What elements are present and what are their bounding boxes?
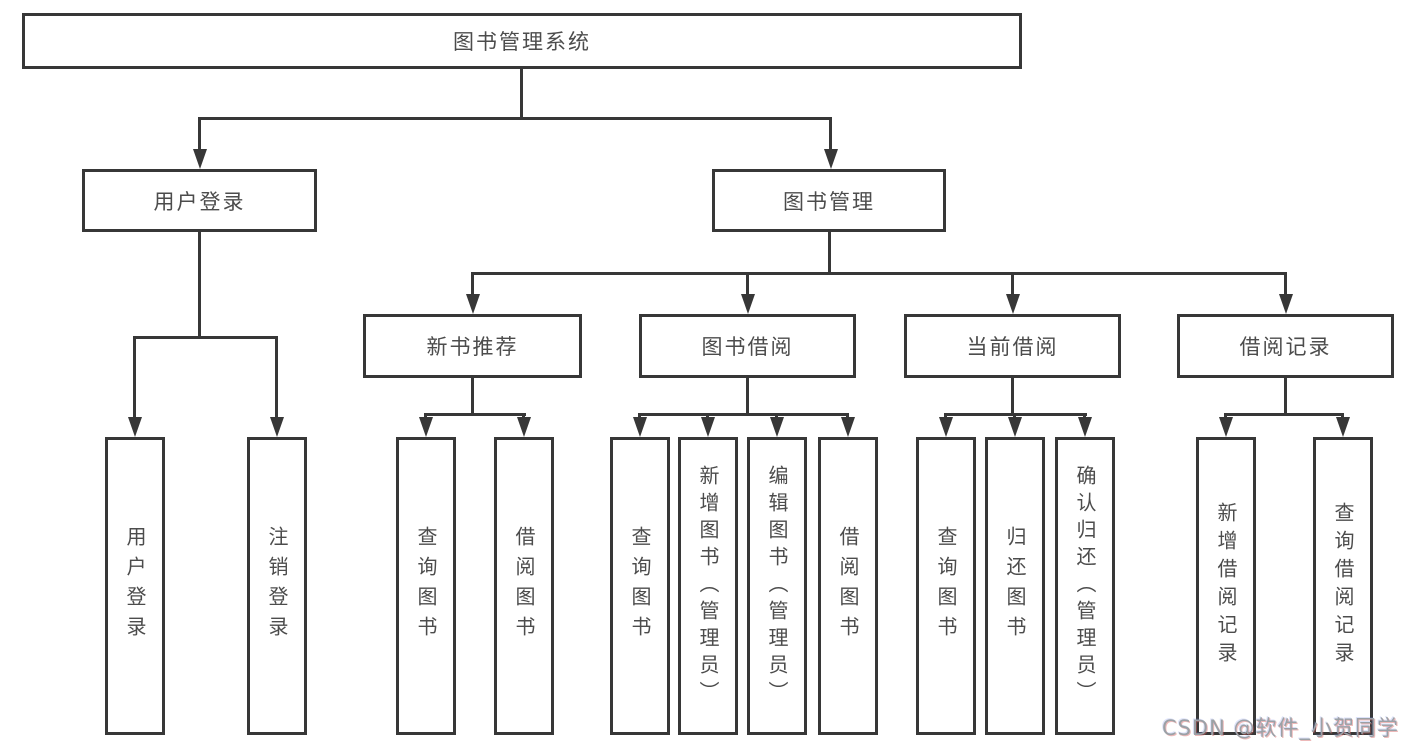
connector-line	[706, 413, 709, 420]
arrow-down-icon	[823, 149, 838, 169]
node-book-management: 图书管理	[712, 169, 946, 232]
connector-line	[1284, 378, 1287, 413]
connector-line	[1341, 413, 1344, 420]
leaf-borrow-books: 借阅图书	[818, 437, 878, 735]
leaf-user-login: 用户登录	[105, 437, 165, 735]
connector-line	[520, 69, 523, 117]
arrow-down-icon	[740, 294, 755, 314]
arrow-down-icon	[769, 417, 784, 437]
node-label: 图书管理	[783, 189, 875, 214]
leaf-edit-books-admin: 编辑图书（管理员）	[747, 437, 807, 735]
arrow-down-icon	[632, 417, 647, 437]
node-label: 图书管理系统	[453, 30, 591, 54]
connector-line	[1224, 413, 1344, 416]
leaf-return-books: 归还图书	[985, 437, 1045, 735]
connector-line	[275, 336, 278, 419]
connector-line	[846, 413, 849, 420]
leaf-add-books-admin: 新增图书（管理员）	[678, 437, 738, 735]
connector-line	[1013, 413, 1016, 420]
node-borrow-records: 借阅记录	[1177, 314, 1394, 378]
connector-line	[1284, 272, 1287, 295]
connector-line	[133, 336, 136, 419]
node-label: 借阅图书	[836, 526, 860, 646]
node-library-management-system: 图书管理系统	[22, 13, 1022, 69]
arrow-down-icon	[127, 417, 142, 437]
node-label: 查询图书	[414, 526, 438, 646]
arrow-down-icon	[700, 417, 715, 437]
connector-line	[746, 378, 749, 413]
arrow-down-icon	[418, 417, 433, 437]
leaf-query-books-current: 查询图书	[916, 437, 976, 735]
arrow-down-icon	[1335, 417, 1350, 437]
node-label: 查询图书	[934, 526, 958, 646]
connector-line	[424, 413, 526, 416]
node-label: 归还图书	[1003, 526, 1027, 646]
arrow-down-icon	[1005, 294, 1020, 314]
connector-line	[198, 117, 201, 150]
connector-line	[829, 117, 832, 150]
connector-line	[471, 272, 474, 295]
connector-line	[198, 232, 201, 336]
node-label: 用户登录	[153, 189, 246, 214]
connector-line	[471, 378, 474, 413]
leaf-borrow-books-recommend: 借阅图书	[494, 437, 554, 735]
node-new-book-recommend: 新书推荐	[363, 314, 582, 378]
connector-line	[133, 336, 278, 339]
csdn-watermark: CSDN @软件_小贺同学	[1161, 716, 1399, 740]
connector-line	[638, 413, 849, 416]
node-label: 查询借阅记录	[1331, 502, 1355, 670]
connector-line	[746, 272, 749, 295]
arrow-down-icon	[269, 417, 284, 437]
leaf-confirm-return-admin: 确认归还（管理员）	[1055, 437, 1115, 735]
arrow-down-icon	[1077, 417, 1092, 437]
connector-line	[522, 413, 525, 420]
node-label: 当前借阅	[966, 335, 1059, 359]
leaf-logout: 注销登录	[247, 437, 307, 735]
arrow-down-icon	[516, 417, 531, 437]
arrow-down-icon	[1007, 417, 1022, 437]
connector-line	[471, 272, 1287, 275]
node-label: 借阅图书	[512, 526, 536, 646]
arrow-down-icon	[938, 417, 953, 437]
node-label: 编辑图书（管理员）	[765, 464, 789, 708]
node-label: 新增借阅记录	[1214, 502, 1238, 670]
leaf-add-borrow-record: 新增借阅记录	[1196, 437, 1256, 735]
arrow-down-icon	[465, 294, 480, 314]
node-label: 确认归还（管理员）	[1073, 464, 1097, 708]
leaf-query-books-borrow: 查询图书	[610, 437, 670, 735]
node-current-borrow: 当前借阅	[904, 314, 1121, 378]
connector-line	[1083, 413, 1086, 420]
connector-line	[944, 413, 947, 420]
node-label: 新增图书（管理员）	[696, 464, 720, 708]
node-label: 图书借阅	[701, 335, 794, 359]
arrow-down-icon	[840, 417, 855, 437]
node-label: 新书推荐	[426, 335, 519, 359]
connector-line	[1011, 378, 1014, 413]
leaf-query-books-recommend: 查询图书	[396, 437, 456, 735]
node-user-login: 用户登录	[82, 169, 317, 232]
node-label: 注销登录	[265, 526, 289, 646]
node-label: 用户登录	[123, 526, 147, 646]
connector-line	[424, 413, 427, 420]
connector-line	[638, 413, 641, 420]
node-label: 查询图书	[628, 526, 652, 646]
connector-line	[1011, 272, 1014, 295]
connector-line	[775, 413, 778, 420]
node-label: 借阅记录	[1239, 335, 1332, 359]
leaf-query-borrow-record: 查询借阅记录	[1313, 437, 1373, 735]
arrow-down-icon	[192, 149, 207, 169]
arrow-down-icon	[1278, 294, 1293, 314]
node-book-borrow: 图书借阅	[639, 314, 856, 378]
arrow-down-icon	[1218, 417, 1233, 437]
connector-line	[827, 232, 831, 272]
connector-line	[1224, 413, 1227, 420]
connector-line	[198, 117, 832, 120]
